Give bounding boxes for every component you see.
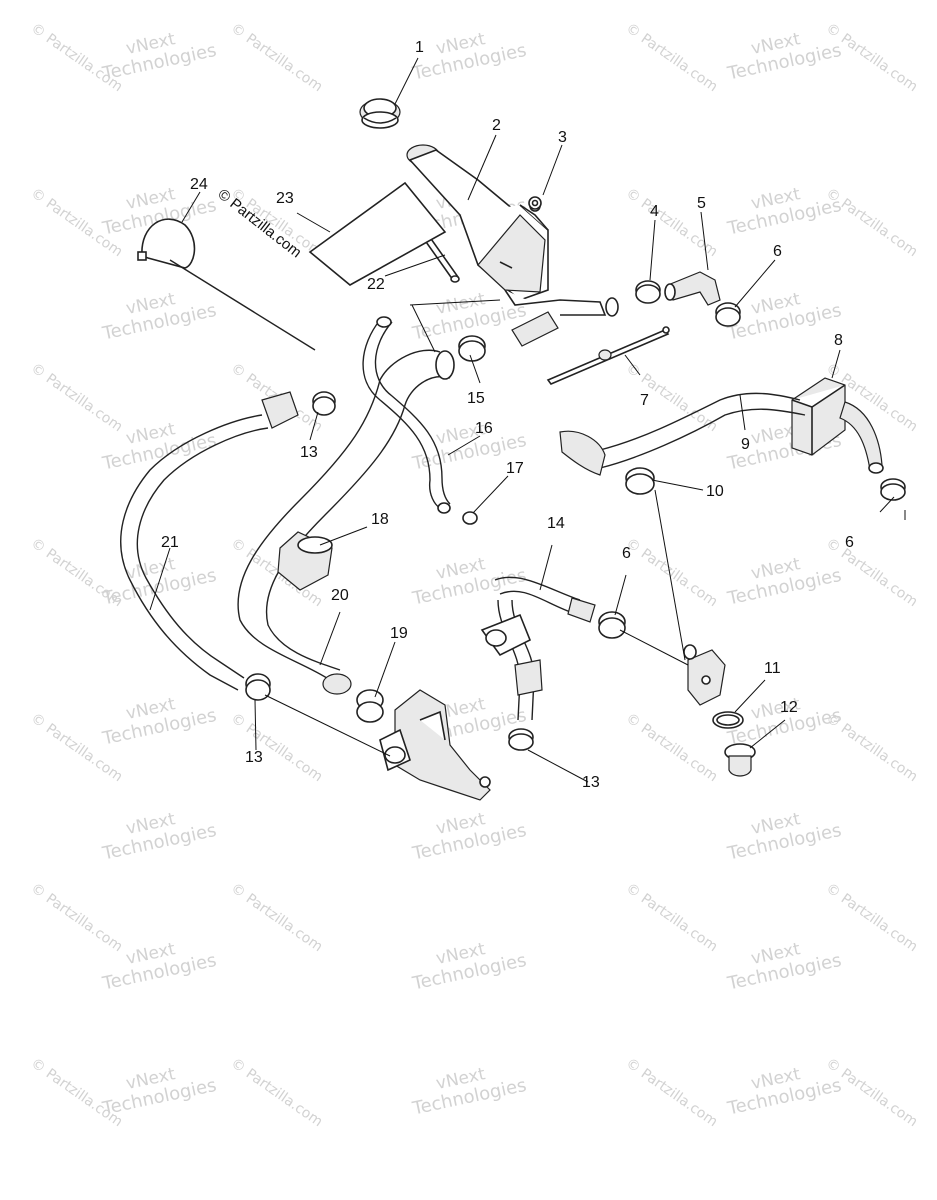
parts-layer (120, 98, 906, 801)
callout-1: 1 (415, 39, 424, 56)
part-16-hose (362, 316, 451, 514)
callout-15: 15 (467, 390, 485, 407)
part-18-boot (277, 531, 333, 591)
part-1-reservoir-cap (359, 98, 401, 129)
watermark-site: © Partzilla.com (228, 880, 326, 955)
part-11-o-ring (712, 711, 744, 729)
callout-labels: 1 2 3 4 5 6 6 6 7 8 9 10 11 12 13 13 13 … (161, 39, 854, 791)
part-17-cap (462, 511, 478, 525)
watermark-site: © Partzilla.com (228, 1055, 326, 1130)
part-6-clamp-upper (715, 302, 741, 327)
watermark-site: © Partzilla.com (823, 880, 921, 955)
watermark-site: © Partzilla.com (623, 880, 721, 955)
part-10-clamp (625, 467, 655, 495)
watermark-site: © Partzilla.com (623, 710, 721, 785)
callout-12: 12 (780, 699, 798, 716)
part-21-long-hose (120, 391, 299, 691)
leader-lines (149, 57, 906, 783)
callout-21: 21 (161, 534, 179, 551)
part-24-strap (137, 218, 316, 351)
watermark-site: © Partzilla.com (228, 20, 326, 95)
part-2-filler-neck (406, 144, 619, 317)
callout-20: 20 (331, 587, 349, 604)
callout-4: 4 (650, 203, 659, 220)
callout-10: 10 (706, 483, 724, 500)
watermark-site: © Partzilla.com (623, 1055, 721, 1130)
watermark-site: © Partzilla.com (823, 710, 921, 785)
watermark-site: © Partzilla.com (623, 535, 721, 610)
part-15-clamp (458, 335, 486, 362)
part-14-hose-assembly (480, 576, 596, 721)
short-hose-15 (511, 311, 559, 347)
part-6-clamp-right (880, 478, 906, 501)
watermark-site: © Partzilla.com (623, 20, 721, 95)
callout-5: 5 (697, 195, 706, 212)
callout-13-upper: 13 (300, 444, 318, 461)
callout-16: 16 (475, 420, 493, 437)
part-9-hose (559, 392, 884, 476)
part-4-clamp (635, 280, 661, 304)
callout-6-right: 6 (845, 534, 854, 551)
watermark-site: © Partzilla.com (28, 535, 126, 610)
callout-13-lower: 13 (582, 774, 600, 791)
part-7-rod (546, 326, 670, 385)
watermark-site: © Partzilla.com (28, 20, 126, 95)
watermark-site: © Partzilla.com (28, 880, 126, 955)
callout-3: 3 (558, 129, 567, 146)
callout-11: 11 (764, 660, 781, 677)
watermark-site: © Partzilla.com (823, 185, 921, 260)
callout-17: 17 (506, 460, 524, 477)
callout-9: 9 (741, 436, 750, 453)
callout-18: 18 (371, 511, 389, 528)
watermark-site: © Partzilla.com (28, 360, 126, 435)
part-3-grommet (528, 196, 542, 210)
part-6-clamp-middle (598, 611, 626, 639)
callout-22: 22 (367, 276, 385, 293)
part-19-clamp (356, 689, 384, 723)
part-12-thermostat (724, 743, 756, 777)
callout-6-upper: 6 (773, 243, 782, 260)
callout-2: 2 (492, 117, 501, 134)
pump-housing (379, 689, 491, 801)
part-13-clamp-lower (508, 728, 534, 751)
watermark-site: © Partzilla.com (28, 1055, 126, 1130)
callout-23: 23 (276, 190, 294, 207)
callout-14: 14 (547, 515, 565, 532)
watermark-site: © Partzilla.com (228, 710, 326, 785)
callout-19: 19 (390, 625, 408, 642)
part-20-large-hose (237, 349, 455, 695)
part-13-clamp-left (245, 673, 271, 701)
part-5-elbow-hose (664, 271, 721, 306)
callout-13-left: 13 (245, 749, 263, 766)
part-13-clamp-upper (312, 391, 336, 416)
part-8-box (791, 377, 846, 456)
callout-7: 7 (640, 392, 649, 409)
callout-6-middle: 6 (622, 545, 631, 562)
callout-8: 8 (834, 332, 843, 349)
callout-24: 24 (190, 176, 208, 193)
thermostat-housing (683, 644, 726, 706)
part-23-label-plate (308, 181, 447, 286)
